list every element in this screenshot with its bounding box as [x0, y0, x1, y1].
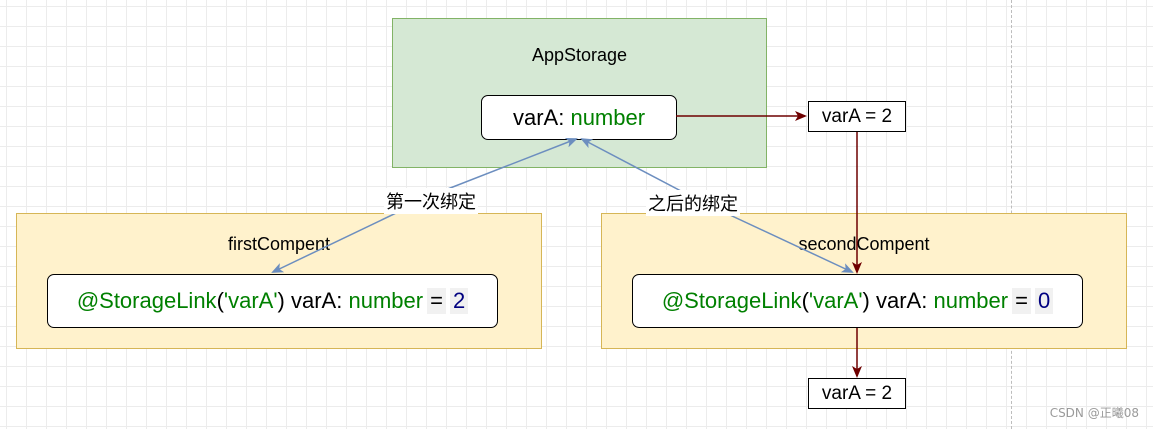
first-var-name: varA: [290, 288, 337, 313]
appstorage-title: AppStorage: [531, 45, 628, 65]
second-component-container: secondCompent @StorageLink('varA') varA:…: [601, 213, 1127, 349]
second-equals: =: [1012, 288, 1031, 314]
first-colon: :: [336, 288, 343, 313]
first-arg: 'varA': [223, 288, 278, 313]
later-binding-label: 之后的绑定: [646, 190, 740, 216]
first-binding-label: 第一次绑定: [384, 188, 478, 214]
value-box-bottom: varA = 2: [808, 378, 906, 409]
second-var-name: varA: [875, 288, 922, 313]
second-open-paren: (: [801, 288, 809, 313]
appstorage-colon: :: [558, 104, 565, 130]
first-equals: =: [427, 288, 446, 314]
first-decorator: @StorageLink: [76, 288, 217, 313]
first-type: number: [348, 288, 424, 313]
second-decorator: @StorageLink: [661, 288, 802, 313]
first-close-paren: ): [277, 288, 285, 313]
first-component-code-box: @StorageLink('varA') varA: number=2: [47, 274, 498, 328]
first-open-paren: (: [216, 288, 224, 313]
first-component-title: firstCompent: [227, 234, 331, 254]
first-component-container: firstCompent @StorageLink('varA') varA: …: [16, 213, 542, 349]
second-value: 0: [1034, 288, 1054, 314]
first-binding-arrow-up: [439, 137, 578, 193]
watermark: CSDN @正曦08: [1049, 406, 1139, 420]
appstorage-var-name: varA: [512, 104, 559, 130]
value-box-top: varA = 2: [808, 101, 906, 132]
appstorage-var-box: varA: number: [481, 95, 677, 140]
appstorage-type: number: [570, 104, 646, 130]
second-type: number: [933, 288, 1009, 313]
second-close-paren: ): [862, 288, 870, 313]
first-value: 2: [449, 288, 469, 314]
second-component-title: secondCompent: [798, 234, 930, 254]
second-colon: :: [921, 288, 928, 313]
second-arg: 'varA': [808, 288, 863, 313]
appstorage-container: AppStorage varA: number: [392, 18, 767, 168]
second-component-code-box: @StorageLink('varA') varA: number=0: [632, 274, 1083, 328]
